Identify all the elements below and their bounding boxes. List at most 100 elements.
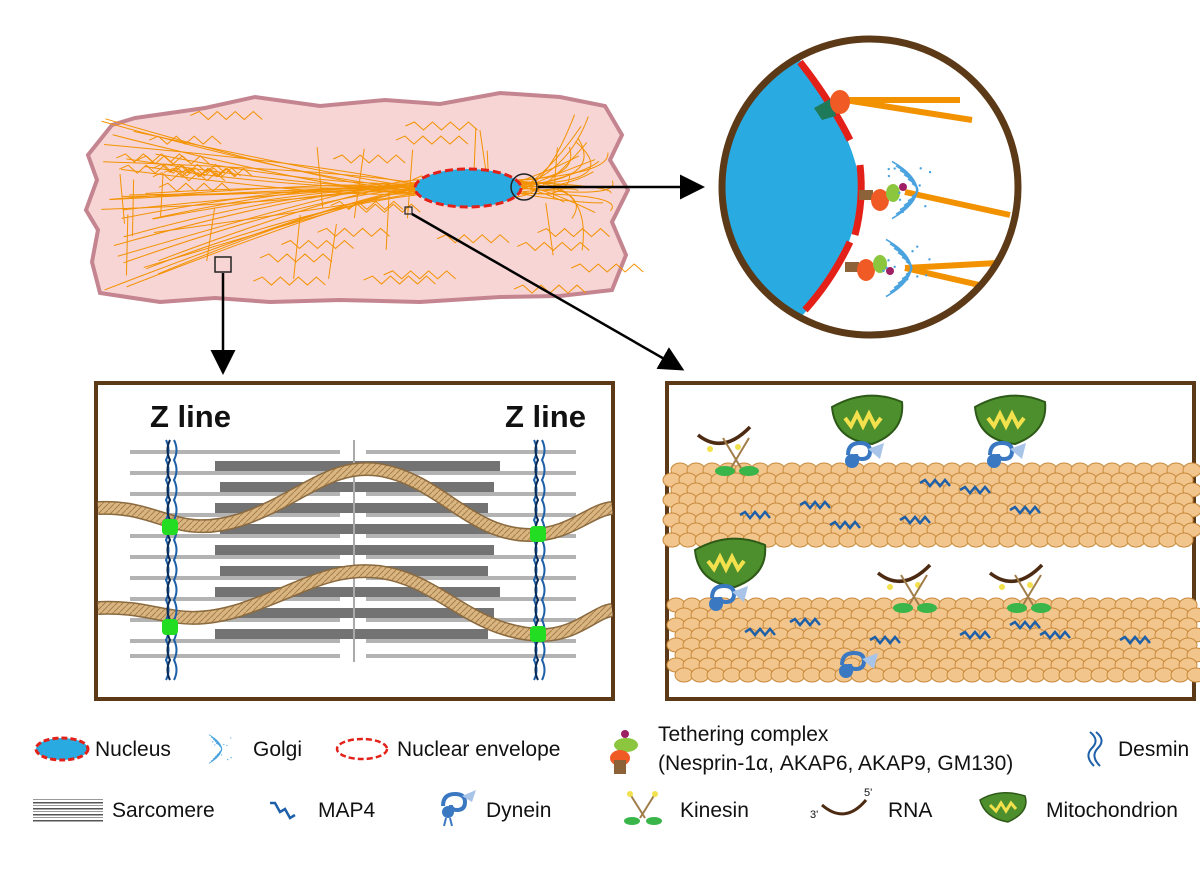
- legend-tethering-members: (Nesprin-1α, AKAP6, AKAP9, GM130): [658, 752, 1013, 775]
- legend-dynein-icon: [441, 790, 476, 827]
- golgi-vesicle: [916, 275, 919, 278]
- thin-filament: [130, 618, 340, 622]
- tubulin-dimer: [866, 667, 886, 683]
- cell-microtubule: [152, 163, 225, 174]
- tubulin-dimer: [902, 532, 922, 548]
- thin-filament: [130, 597, 340, 601]
- costamere-attachment: [162, 519, 178, 535]
- cell-microtubule: [317, 227, 390, 238]
- golgi-vesicle: [214, 757, 216, 759]
- tubulin-dimer: [946, 667, 966, 683]
- dynein-head: [839, 664, 853, 678]
- map4-protein: [739, 510, 771, 520]
- tubulin-dimer: [818, 667, 838, 683]
- tubulin-dimer: [1126, 532, 1146, 548]
- cell-microtubule: [155, 153, 429, 185]
- cell-microtubule: [330, 200, 404, 211]
- arrow-to-transport-panel: [411, 212, 685, 371]
- tubulin-dimer: [1062, 532, 1082, 548]
- legend-kinesin-label: Kinesin: [680, 799, 749, 822]
- golgi-cisterna: [885, 238, 912, 298]
- dynein-motor: [840, 650, 867, 672]
- legend-rna-five-prime: 5': [864, 787, 872, 799]
- kinesin-head: [917, 603, 937, 613]
- zoom-golgi-1: [887, 160, 932, 220]
- tubulin-dimer: [678, 532, 698, 548]
- tubulin-dimer: [898, 667, 918, 683]
- dynein-stalk: [868, 443, 884, 459]
- golgi-vesicle: [919, 167, 922, 170]
- kinesin-head: [1031, 603, 1051, 613]
- tubulin-dimer: [930, 667, 950, 683]
- costamere-attachment: [162, 619, 178, 635]
- zoom-arrows: [210, 174, 705, 375]
- legend-sarcomere-icon: [33, 799, 103, 822]
- tubulin-dimer: [1058, 667, 1078, 683]
- cardiomyocyte-cell: [83, 90, 644, 305]
- cell-microtubule: [332, 154, 406, 164]
- tubulin-dimer: [934, 532, 954, 548]
- map4-protein: [869, 635, 901, 645]
- tubulin-dimer: [966, 532, 986, 548]
- legend-rna-three-prime: 3': [810, 809, 818, 821]
- cell-microtubule: [152, 172, 226, 182]
- tubulin-dimer: [1106, 667, 1126, 683]
- tubulin-dimer: [1170, 667, 1190, 683]
- map4-protein: [789, 617, 821, 627]
- golgi-vesicle: [227, 759, 229, 761]
- cell-microtubule: [113, 187, 429, 246]
- thick-filament: [215, 503, 488, 513]
- legend-nucleus-icon: [34, 736, 90, 762]
- cell-microtubule: [517, 241, 590, 252]
- tubulin-dimer: [1042, 667, 1062, 683]
- thin-filament: [130, 450, 340, 454]
- costamere-attachment: [530, 526, 546, 542]
- tubulin-dimer: [1154, 667, 1174, 683]
- costamere-attachment: [530, 626, 546, 642]
- cell-microtubule: [253, 276, 326, 286]
- kinesin-head: [1007, 603, 1027, 613]
- legend-rna-icon: 3' 5': [810, 787, 872, 821]
- dynein-stalk: [732, 586, 748, 602]
- legend-tethering-label: Tethering complex: [658, 723, 829, 746]
- z-disc-filament: [172, 439, 178, 681]
- legend: Nucleus Golgi Nuclear envelope Tethering…: [33, 723, 1189, 827]
- legend-mitochondrion-label: Mitochondrion: [1046, 799, 1178, 822]
- cell-microtubule: [206, 207, 216, 262]
- tubulin-dimer: [998, 532, 1018, 548]
- golgi-vesicle: [911, 250, 914, 253]
- kinesin-head: [715, 466, 735, 476]
- mitochondrion-cristae: [706, 552, 746, 574]
- golgi-vesicle: [906, 278, 909, 281]
- map4-protein: [959, 485, 991, 495]
- thin-filament: [366, 450, 576, 454]
- tubulin-dimer: [1186, 667, 1200, 683]
- golgi-vesicle: [924, 205, 927, 208]
- thick-filament: [220, 482, 494, 492]
- cell-microtubule: [545, 202, 554, 256]
- cell-microtubule: [507, 146, 572, 181]
- desmin-intermediate-filament-texture: [97, 565, 614, 641]
- cell-microtubule: [145, 187, 429, 196]
- cell-microtubule: [328, 223, 337, 279]
- tubulin-dimer: [914, 667, 934, 683]
- legend-sarcomere-filament: [33, 805, 103, 806]
- thin-filament: [366, 576, 576, 580]
- legend-sarcomere-filament: [33, 799, 103, 800]
- golgi-vesicle: [898, 198, 902, 201]
- legend-map4-label: MAP4: [318, 799, 376, 822]
- tubulin-dimer: [1158, 532, 1178, 548]
- dynein-head: [987, 454, 1001, 468]
- golgi-vesicle: [223, 743, 225, 746]
- thin-filament: [130, 492, 340, 496]
- thin-filament: [130, 639, 340, 643]
- cell-microtubule: [123, 187, 429, 264]
- cell-microtubule: [316, 146, 324, 208]
- golgi-vesicle: [226, 744, 228, 747]
- transport-panel: [662, 381, 1200, 701]
- z-line-label-right: Z line: [505, 399, 586, 434]
- thick-filament: [220, 524, 500, 534]
- tubulin-dimer: [754, 667, 774, 683]
- tubulin-dimer: [1074, 667, 1094, 683]
